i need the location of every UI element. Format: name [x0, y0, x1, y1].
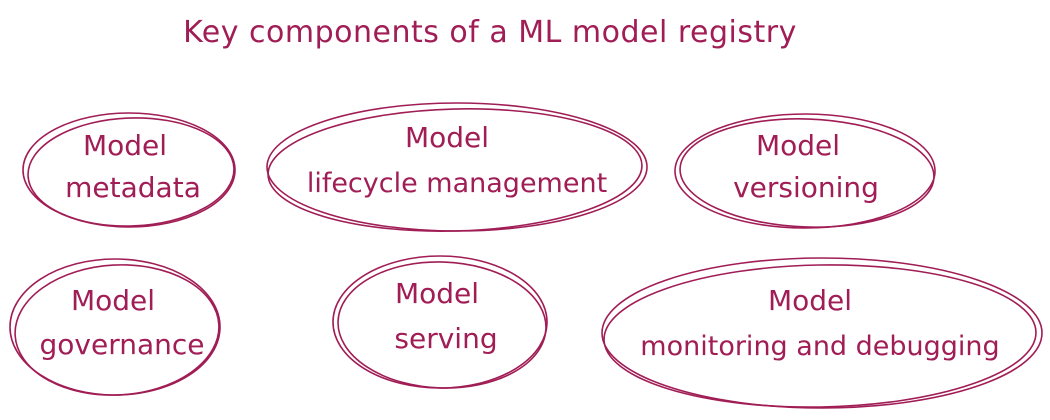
node-label-line1: Model — [756, 129, 840, 162]
node-outline-sketch — [14, 264, 220, 396]
node-label-line2: versioning — [733, 171, 879, 204]
node-label-line2: governance — [40, 328, 205, 361]
node-outline — [22, 112, 236, 228]
node-label-line1: Model — [768, 284, 852, 317]
node-model-versioning: Model versioning — [674, 113, 936, 229]
node-model-lifecycle-management: Model lifecycle management — [266, 102, 648, 232]
node-label-line2: serving — [394, 322, 497, 355]
node-label-line2: monitoring and debugging — [640, 331, 999, 362]
node-label-line1: Model — [405, 121, 489, 154]
node-model-metadata: Model metadata — [22, 112, 236, 228]
node-outline-sketch — [27, 117, 235, 227]
node-model-serving: Model serving — [332, 255, 548, 389]
node-label-line1: Model — [395, 277, 479, 310]
node-label-line2: metadata — [65, 171, 201, 204]
node-label-line2: lifecycle management — [307, 168, 607, 199]
node-outline — [601, 257, 1043, 409]
node-outline-sketch — [679, 118, 935, 228]
node-outline-sketch — [603, 264, 1037, 408]
node-model-governance: Model governance — [9, 258, 221, 396]
node-outline-sketch — [337, 261, 547, 389]
node-model-monitoring-and-debugging: Model monitoring and debugging — [601, 257, 1043, 409]
node-label-line1: Model — [83, 129, 167, 162]
node-outline-sketch — [267, 108, 643, 232]
node-label-line1: Model — [71, 284, 155, 317]
node-outline — [674, 113, 936, 229]
diagram-title: Key components of a ML model registry — [183, 15, 797, 50]
